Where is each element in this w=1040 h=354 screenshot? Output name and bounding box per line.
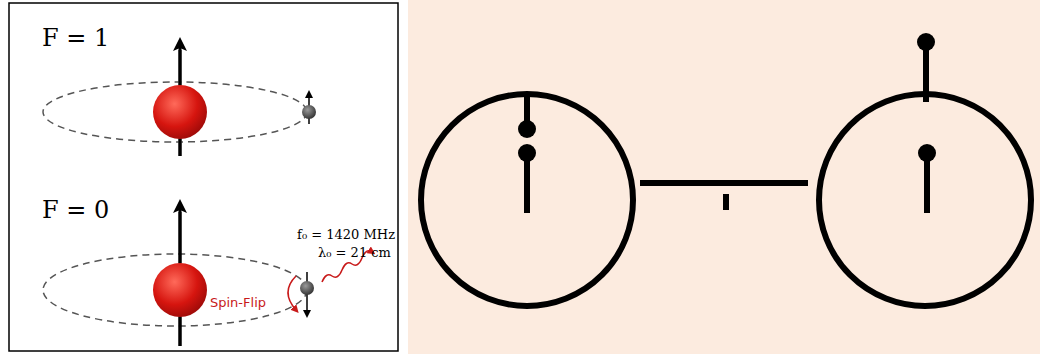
panel-ground — [408, 0, 1040, 354]
state-label: F = 1 — [42, 26, 109, 50]
frequency-note: f₀ = 1420 MHz — [297, 228, 395, 241]
state-label: F = 0 — [42, 198, 109, 222]
panel-frame — [9, 3, 398, 351]
transition-label: Spin-Flip — [210, 296, 266, 309]
wavelength-note: λ₀ = 21 cm — [318, 246, 391, 259]
